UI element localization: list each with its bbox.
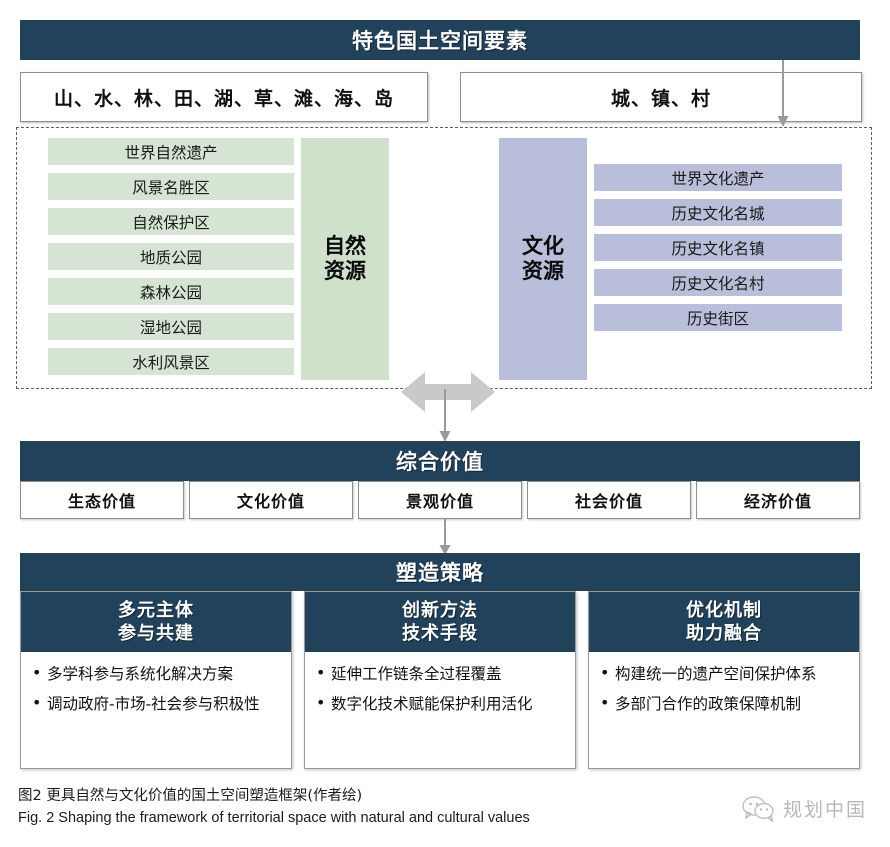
- strategy-card-innovation-body: 延伸工作链条全过程覆盖 数字化技术赋能保护利用活化: [305, 652, 575, 768]
- strategy-card-row: 多元主体 参与共建 多学科参与系统化解决方案 调动政府-市场-社会参与积极性 创…: [20, 591, 860, 769]
- natural-item-1: 风景名胜区: [48, 173, 294, 200]
- cultural-item-3: 历史文化名村: [594, 269, 842, 296]
- cultural-item-1: 历史文化名城: [594, 199, 842, 226]
- resources-panel: 世界自然遗产 风景名胜区 自然保护区 地质公园 森林公园 湿地公园 水利风景区 …: [16, 127, 872, 412]
- element-box-natural-features: 山、水、林、田、湖、草、滩、海、岛: [20, 72, 428, 122]
- connector-arrow-resources-to-value: [439, 389, 451, 442]
- natural-item-4: 森林公园: [48, 278, 294, 305]
- natural-item-0: 世界自然遗产: [48, 138, 294, 165]
- natural-pillar-line1: 自然: [324, 234, 366, 259]
- natural-item-3-label: 地质公园: [139, 248, 202, 267]
- value-box-landscape-label: 景观价值: [405, 492, 474, 511]
- strategy-bullet: 延伸工作链条全过程覆盖: [315, 663, 567, 684]
- connector-arrow-value-to-strategy: [439, 518, 451, 555]
- figure-caption-en: Fig. 2 Shaping the framework of territor…: [18, 809, 530, 826]
- cultural-resource-list: 世界文化遗产 历史文化名城 历史文化名镇 历史文化名村 历史街区: [594, 164, 842, 354]
- strategy-bullet: 数字化技术赋能保护利用活化: [315, 693, 567, 714]
- cultural-item-1-label: 历史文化名城: [671, 204, 765, 223]
- value-box-ecological-label: 生态价值: [67, 492, 136, 511]
- natural-item-4-label: 森林公园: [139, 283, 202, 302]
- natural-resource-pillar: 自然 资源: [301, 138, 389, 380]
- natural-item-3: 地质公园: [48, 243, 294, 270]
- strategy-bullet: 多学科参与系统化解决方案: [31, 663, 283, 684]
- natural-item-2: 自然保护区: [48, 208, 294, 235]
- value-section-title-bar: 综合价值: [20, 441, 860, 481]
- strategy-card-mechanism-head-line2: 助力融合: [686, 623, 762, 644]
- watermark: 规划中国: [742, 795, 867, 822]
- strategy-card-participation-body: 多学科参与系统化解决方案 调动政府-市场-社会参与积极性: [21, 652, 291, 768]
- connector-arrow-title-to-resources: [777, 60, 789, 127]
- natural-item-1-label: 风景名胜区: [132, 178, 210, 197]
- strategy-section-title-bar: 塑造策略: [20, 553, 860, 591]
- natural-item-5: 湿地公园: [48, 313, 294, 340]
- strategy-card-innovation-head-line1: 创新方法: [402, 599, 478, 621]
- strategy-card-mechanism: 优化机制 助力融合 构建统一的遗产空间保护体系 多部门合作的政策保障机制: [588, 591, 860, 769]
- natural-pillar-line2: 资源: [324, 259, 366, 283]
- cultural-item-3-label: 历史文化名村: [671, 274, 765, 293]
- cultural-pillar-line1: 文化: [522, 234, 564, 259]
- value-box-social: 社会价值: [527, 481, 691, 519]
- strategy-card-participation-head-line1: 多元主体: [118, 599, 194, 621]
- strategy-card-innovation-head: 创新方法 技术手段: [305, 592, 575, 652]
- strategy-bullet: 多部门合作的政策保障机制: [599, 693, 851, 714]
- value-box-cultural: 文化价值: [189, 481, 353, 519]
- cultural-item-4-label: 历史街区: [686, 309, 749, 328]
- element-box-settlements: 城、镇、村: [460, 72, 862, 122]
- element-box-settlements-label: 城、镇、村: [610, 87, 711, 110]
- strategy-bullet: 构建统一的遗产空间保护体系: [599, 663, 851, 684]
- figure-title-text: 特色国土空间要素: [352, 29, 528, 53]
- strategy-card-mechanism-head: 优化机制 助力融合: [589, 592, 859, 652]
- figure-title-bar: 特色国土空间要素: [20, 20, 860, 60]
- strategy-card-mechanism-head-line1: 优化机制: [686, 599, 762, 621]
- cultural-item-2-label: 历史文化名镇: [671, 239, 765, 258]
- cultural-item-4: 历史街区: [594, 304, 842, 331]
- cultural-item-0-label: 世界文化遗产: [671, 169, 765, 188]
- natural-item-6-label: 水利风景区: [132, 353, 210, 372]
- wechat-icon: [742, 795, 774, 822]
- strategy-card-innovation: 创新方法 技术手段 延伸工作链条全过程覆盖 数字化技术赋能保护利用活化: [304, 591, 576, 769]
- value-section-title-text: 综合价值: [396, 450, 484, 474]
- value-box-ecological: 生态价值: [20, 481, 184, 519]
- cultural-item-0: 世界文化遗产: [594, 164, 842, 191]
- strategy-card-participation-head: 多元主体 参与共建: [21, 592, 291, 652]
- strategy-bullet: 调动政府-市场-社会参与积极性: [31, 693, 283, 714]
- figure-caption-cn: 图2 更具自然与文化价值的国土空间塑造框架(作者绘): [18, 788, 363, 804]
- strategy-card-participation-head-line2: 参与共建: [118, 623, 194, 644]
- watermark-text: 规划中国: [783, 799, 868, 821]
- strategy-section-title-text: 塑造策略: [396, 561, 484, 585]
- natural-item-2-label: 自然保护区: [132, 213, 210, 232]
- element-box-natural-features-label: 山、水、林、田、湖、草、滩、海、岛: [53, 87, 394, 110]
- value-box-social-label: 社会价值: [574, 492, 643, 511]
- natural-item-0-label: 世界自然遗产: [124, 143, 218, 162]
- cultural-pillar-line2: 资源: [522, 259, 564, 283]
- value-box-row: 生态价值 文化价值 景观价值 社会价值 经济价值: [20, 481, 860, 519]
- cultural-item-2: 历史文化名镇: [594, 234, 842, 261]
- figure-caption: 图2 更具自然与文化价值的国土空间塑造框架(作者绘) Fig. 2 Shapin…: [18, 786, 718, 830]
- natural-resource-list: 世界自然遗产 风景名胜区 自然保护区 地质公园 森林公园 湿地公园 水利风景区: [48, 138, 294, 380]
- strategy-card-innovation-head-line2: 技术手段: [402, 623, 478, 644]
- strategy-card-participation: 多元主体 参与共建 多学科参与系统化解决方案 调动政府-市场-社会参与积极性: [20, 591, 292, 769]
- value-box-cultural-label: 文化价值: [236, 492, 305, 511]
- natural-item-6: 水利风景区: [48, 348, 294, 375]
- value-box-economic: 经济价值: [696, 481, 860, 519]
- strategy-card-mechanism-body: 构建统一的遗产空间保护体系 多部门合作的政策保障机制: [589, 652, 859, 768]
- value-box-landscape: 景观价值: [358, 481, 522, 519]
- value-box-economic-label: 经济价值: [743, 492, 812, 511]
- natural-item-5-label: 湿地公园: [139, 318, 202, 337]
- double-headed-arrow-icon: [401, 372, 495, 412]
- cultural-resource-pillar: 文化 资源: [499, 138, 587, 380]
